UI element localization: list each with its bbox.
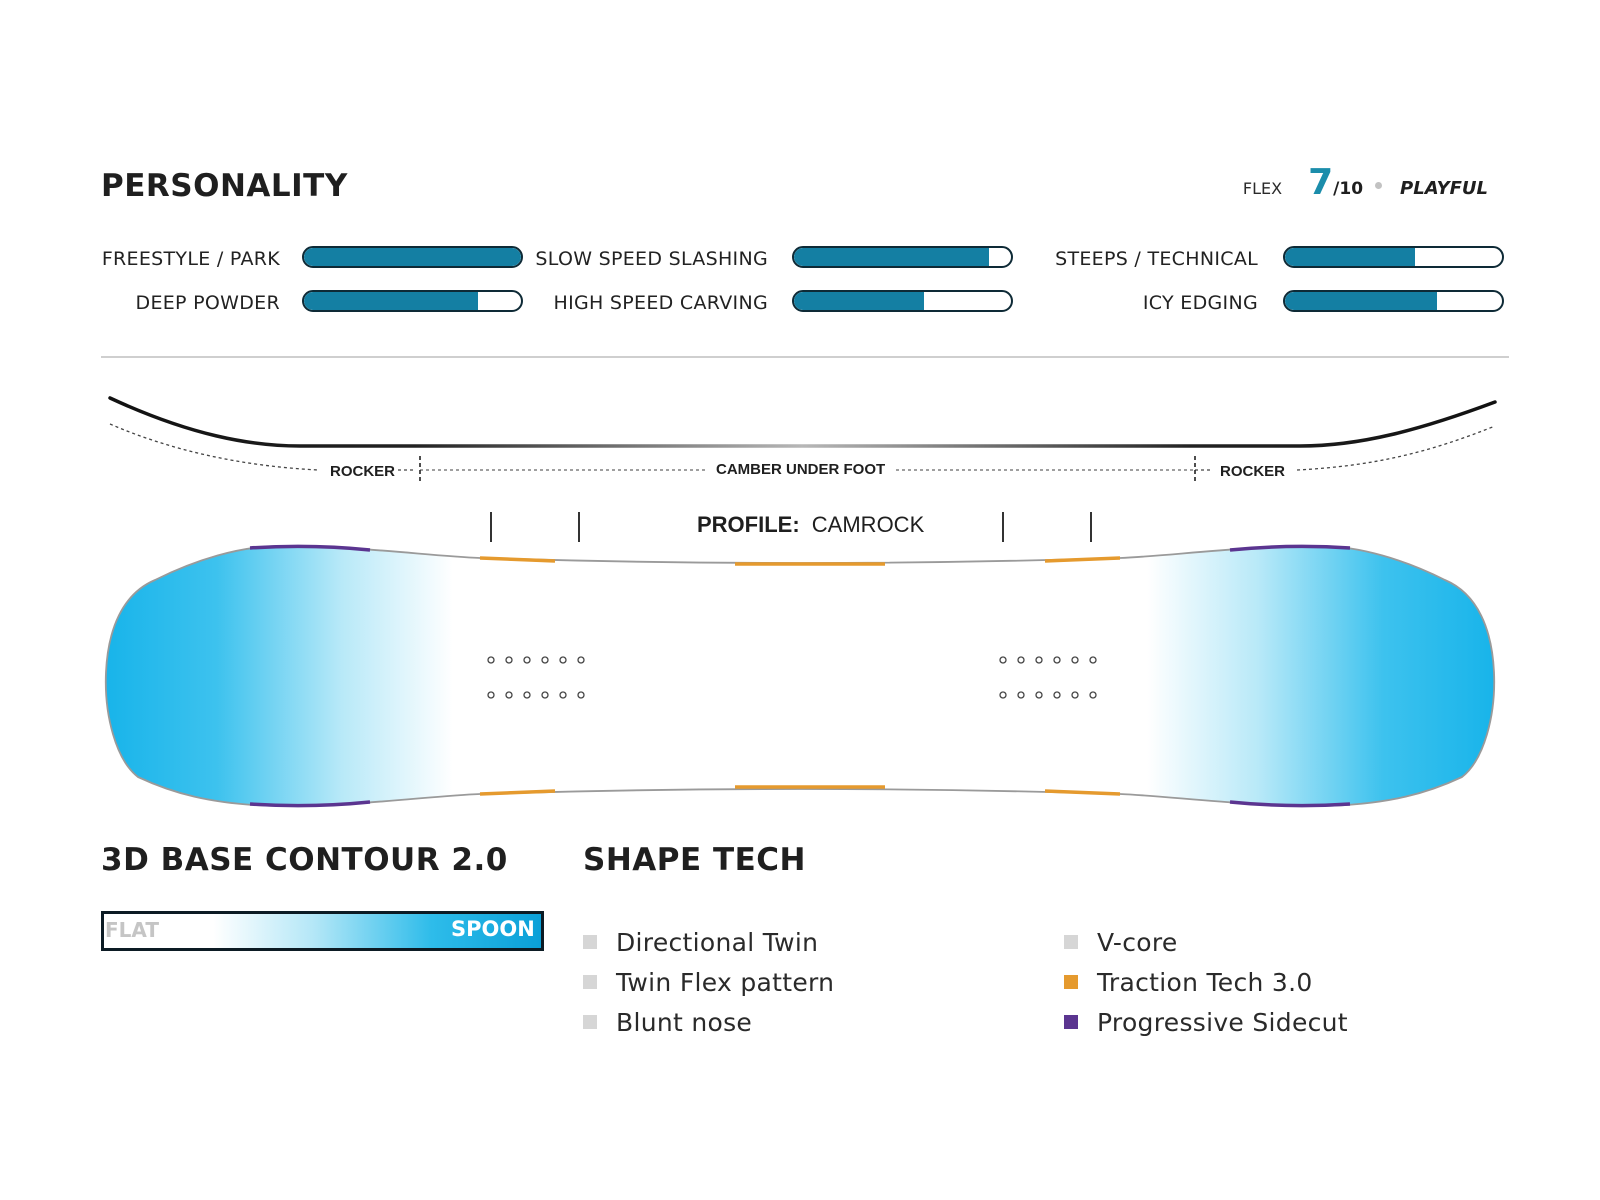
- rating-bar-slow-speed-slashing: [792, 246, 1013, 268]
- flex-separator-dot: [1375, 182, 1383, 189]
- shape-tech-item: Blunt nose: [583, 1004, 834, 1040]
- insert-hole: [577, 656, 585, 664]
- shape-tech-label: Twin Flex pattern: [616, 967, 835, 997]
- rating-fill: [304, 248, 521, 266]
- profile-label-value: CAMROCK: [812, 512, 925, 537]
- insert-hole: [523, 691, 531, 699]
- sidecut-marker: [1229, 800, 1351, 808]
- rating-label-steeps-technical: STEEPS / TECHNICAL: [1055, 248, 1258, 270]
- shape-tech-item: Progressive Sidecut: [1064, 1004, 1348, 1040]
- rating-bar-high-speed-carving: [792, 290, 1013, 312]
- shape-tech-item: Twin Flex pattern: [583, 964, 834, 1000]
- flex-rating: FLEX 7 /10 PLAYFUL: [1243, 162, 1488, 206]
- insert-hole: [541, 656, 549, 664]
- legend-square: [583, 975, 597, 989]
- camber-label: CAMBER UNDER FOOT: [716, 461, 885, 478]
- shape-tech-item: V-core: [1064, 924, 1348, 960]
- legend-square: [583, 935, 597, 949]
- traction-marker: [479, 789, 556, 796]
- insert-hole: [1035, 691, 1043, 699]
- insert-hole: [523, 656, 531, 664]
- traction-marker: [1044, 556, 1121, 563]
- insert-hole: [1035, 656, 1043, 664]
- shape-tech-list-right: V-core Traction Tech 3.0 Progressive Sid…: [1064, 924, 1348, 1040]
- rating-bar-steeps-technical: [1283, 246, 1504, 268]
- shape-tech-heading: SHAPE TECH: [583, 842, 806, 878]
- base-contour-gradient-bar: [101, 911, 544, 951]
- rocker-left-label: ROCKER: [330, 463, 395, 480]
- insert-hole: [505, 656, 513, 664]
- sidecut-marker: [249, 544, 371, 552]
- shape-tech-item: Traction Tech 3.0: [1064, 964, 1348, 1000]
- insert-hole: [1089, 656, 1097, 664]
- insert-hole: [487, 656, 495, 664]
- insert-hole: [577, 691, 585, 699]
- rating-label-deep-powder: DEEP POWDER: [135, 292, 280, 314]
- flex-descriptor: PLAYFUL: [1400, 178, 1488, 199]
- rating-fill: [304, 292, 478, 310]
- flex-max: /10: [1333, 179, 1364, 199]
- rating-bar-icy-edging: [1283, 290, 1504, 312]
- rating-fill: [794, 292, 925, 310]
- shape-tech-label: Progressive Sidecut: [1097, 1007, 1348, 1037]
- rating-label-slow-speed-slashing: SLOW SPEED SLASHING: [535, 248, 768, 270]
- shape-tech-item: Directional Twin: [583, 924, 834, 960]
- rocker-dashed-left: [109, 423, 319, 471]
- insert-hole: [559, 656, 567, 664]
- rocker-dashed-right: [1296, 425, 1496, 471]
- legend-square: [1064, 975, 1078, 989]
- legend-square: [1064, 935, 1078, 949]
- insert-hole: [559, 691, 567, 699]
- profile-curve: [108, 396, 1497, 448]
- profile-label: PROFILE: CAMROCK: [697, 512, 925, 537]
- insert-hole: [1017, 691, 1025, 699]
- shape-tech-list-left: Directional Twin Twin Flex pattern Blunt…: [583, 924, 834, 1040]
- insert-hole: [1071, 691, 1079, 699]
- insert-hole: [1089, 691, 1097, 699]
- insert-hole: [1017, 656, 1025, 664]
- base-contour-heading: 3D BASE CONTOUR 2.0: [101, 842, 508, 878]
- base-contour-flat-label: FLAT: [105, 918, 159, 942]
- binding-inserts-left: [487, 656, 585, 699]
- insert-hole: [999, 656, 1007, 664]
- profile-label-bold: PROFILE:: [697, 512, 800, 537]
- flex-value: 7: [1308, 162, 1334, 203]
- flex-label: FLEX: [1242, 179, 1283, 198]
- rating-label-high-speed-carving: HIGH SPEED CARVING: [553, 292, 768, 314]
- board-shape: [104, 545, 1496, 807]
- sidecut-marker: [249, 800, 371, 808]
- legend-square: [583, 1015, 597, 1029]
- insert-hole: [541, 691, 549, 699]
- rating-fill: [1285, 292, 1437, 310]
- traction-marker: [479, 556, 556, 563]
- shape-tech-label: Blunt nose: [616, 1007, 753, 1037]
- base-contour-spoon-label: SPOON: [451, 917, 535, 941]
- rating-label-icy-edging: ICY EDGING: [1142, 292, 1258, 314]
- personality-heading: PERSONALITY: [101, 168, 348, 204]
- sidecut-marker: [1229, 544, 1351, 552]
- rocker-right-label: ROCKER: [1220, 463, 1285, 480]
- insert-hole: [487, 691, 495, 699]
- shape-tech-label: Traction Tech 3.0: [1097, 967, 1313, 997]
- legend-square: [1064, 1015, 1078, 1029]
- rating-bar-freestyle-park: [302, 246, 523, 268]
- binding-inserts-right: [999, 656, 1097, 699]
- shape-tech-label: Directional Twin: [616, 927, 819, 957]
- insert-hole: [1053, 691, 1061, 699]
- insert-hole: [999, 691, 1007, 699]
- traction-marker: [1044, 789, 1121, 796]
- insert-hole: [1053, 656, 1061, 664]
- rating-fill: [794, 248, 990, 266]
- section-divider: [101, 356, 1509, 358]
- rating-fill: [1285, 248, 1416, 266]
- shape-tech-label: V-core: [1097, 927, 1178, 957]
- insert-hole: [505, 691, 513, 699]
- insert-hole: [1071, 656, 1079, 664]
- rating-bar-deep-powder: [302, 290, 523, 312]
- rating-label-freestyle-park: FREESTYLE / PARK: [101, 248, 280, 270]
